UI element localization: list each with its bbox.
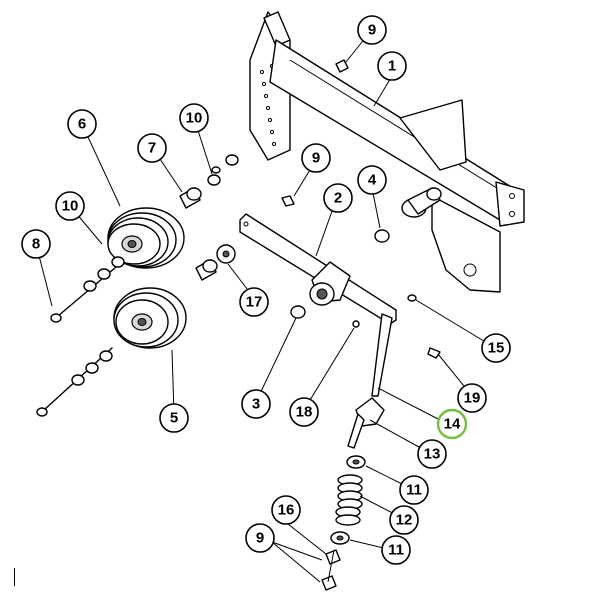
svg-text:17: 17: [246, 294, 263, 311]
callout-14[interactable]: 14: [436, 408, 468, 440]
bolt-lower: [36, 347, 113, 417]
svg-text:9: 9: [256, 530, 264, 547]
idler-arm: [239, 213, 397, 449]
svg-text:15: 15: [488, 340, 505, 357]
callout-10-upper[interactable]: 10: [179, 103, 209, 133]
callout-1[interactable]: 1: [377, 51, 407, 81]
svg-text:13: 13: [424, 446, 441, 463]
callout-13[interactable]: 13: [417, 439, 447, 469]
callout-3[interactable]: 3: [241, 389, 271, 419]
callout-9-bottom[interactable]: 9: [245, 523, 275, 553]
callout-7[interactable]: 7: [137, 133, 167, 163]
callout-6[interactable]: 6: [67, 109, 97, 139]
callout-2[interactable]: 2: [323, 183, 353, 213]
callout-16[interactable]: 16: [271, 495, 301, 525]
callout-11-upper[interactable]: 11: [399, 475, 429, 505]
pin-15: [407, 294, 417, 302]
callout-9-mid[interactable]: 9: [301, 143, 331, 173]
callout-19[interactable]: 19: [457, 383, 487, 413]
svg-text:12: 12: [396, 512, 413, 529]
svg-text:11: 11: [406, 482, 422, 499]
svg-text:14: 14: [444, 416, 461, 433]
svg-text:9: 9: [368, 22, 376, 39]
callout-17[interactable]: 17: [239, 287, 269, 317]
svg-text:2: 2: [334, 190, 342, 207]
frame-bracket: [249, 11, 525, 293]
svg-text:4: 4: [368, 172, 377, 189]
svg-text:18: 18: [296, 404, 313, 421]
svg-text:7: 7: [148, 140, 156, 157]
svg-text:1: 1: [388, 58, 396, 75]
washer-3: [290, 305, 306, 319]
callout-4[interactable]: 4: [357, 165, 387, 195]
svg-text:19: 19: [464, 390, 481, 407]
spring-assembly: [321, 455, 366, 591]
text-cursor: [14, 568, 15, 586]
svg-text:5: 5: [170, 410, 178, 427]
hardware-upper: [207, 59, 349, 207]
callout-5[interactable]: 5: [159, 403, 189, 433]
callout-8[interactable]: 8: [21, 229, 51, 259]
pulley-6: [107, 207, 185, 269]
callout-10-left[interactable]: 10: [55, 191, 85, 221]
svg-text:11: 11: [388, 542, 404, 559]
spacer-17: [216, 244, 236, 264]
callout-11-lower[interactable]: 11: [381, 535, 411, 565]
pin-18: [352, 320, 360, 328]
svg-text:10: 10: [186, 110, 203, 127]
callout-12[interactable]: 12: [389, 505, 419, 535]
svg-text:9: 9: [312, 150, 320, 167]
callout-18[interactable]: 18: [289, 397, 319, 427]
svg-text:3: 3: [252, 396, 260, 413]
clip-19: [427, 347, 441, 359]
svg-text:16: 16: [278, 502, 295, 519]
bushing-7: [179, 187, 218, 281]
bolt-8: [50, 256, 125, 323]
svg-text:8: 8: [32, 236, 40, 253]
svg-text:6: 6: [78, 116, 86, 133]
callout-9-top[interactable]: 9: [357, 15, 387, 45]
svg-text:10: 10: [62, 198, 79, 215]
pulley-5: [113, 287, 187, 349]
washer-4: [374, 229, 390, 243]
callout-15[interactable]: 15: [481, 333, 511, 363]
